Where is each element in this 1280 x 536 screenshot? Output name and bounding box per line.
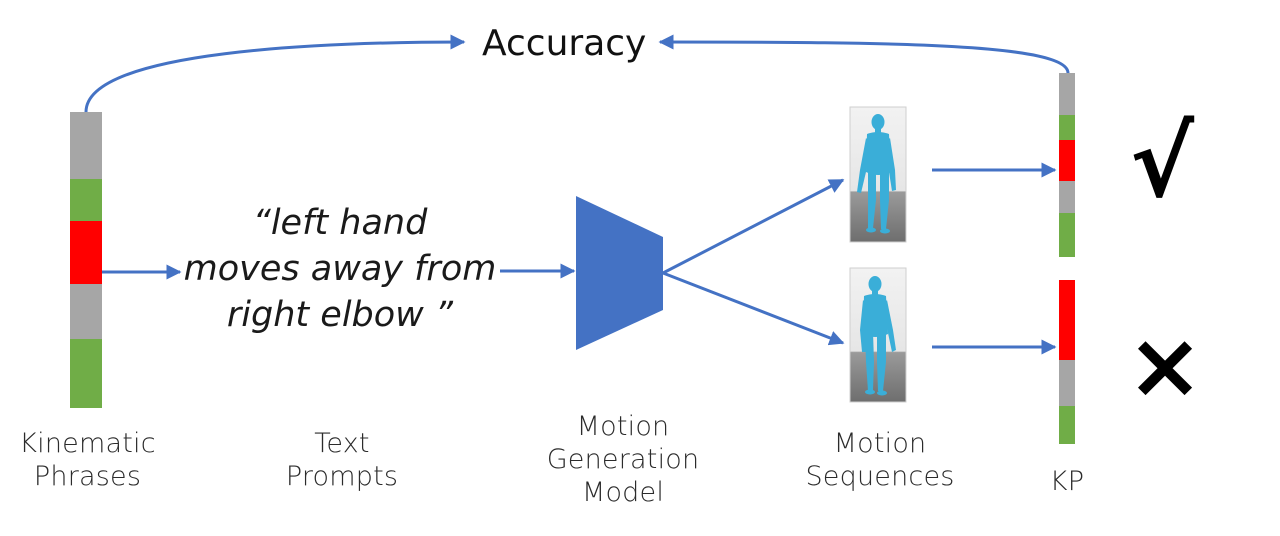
cross-mark-icon: × bbox=[1126, 312, 1204, 419]
human-figure-icon bbox=[860, 276, 896, 396]
arrow-model-to-sequence-top bbox=[662, 178, 845, 275]
text-prompt: “left hand moves away from right elbow ” bbox=[170, 200, 510, 338]
arrow-kp-to-accuracy bbox=[658, 34, 1070, 74]
kinematic-phrases-bar bbox=[70, 112, 102, 408]
motion-sequence-bottom bbox=[849, 267, 907, 403]
kp-segment-red bbox=[70, 221, 102, 284]
kp-bar-bottom bbox=[1059, 280, 1075, 444]
motion-sequences-label: Motion Sequences bbox=[805, 428, 955, 492]
text-prompts-label: Text Prompts bbox=[285, 428, 399, 492]
motion-sequence-top bbox=[849, 106, 907, 243]
text-prompt-line-2: moves away from bbox=[183, 249, 497, 289]
motion-generation-model-label: Motion Generation Model bbox=[546, 411, 700, 508]
kp-segment-green-1 bbox=[70, 179, 102, 221]
kp-segment-gray-2 bbox=[70, 284, 102, 339]
arrow-model-to-sequence-bottom bbox=[662, 271, 845, 346]
kp-segment-green-2 bbox=[70, 339, 102, 408]
text-prompt-line-1: “left hand bbox=[252, 203, 428, 243]
kp-bar-top bbox=[1059, 73, 1075, 257]
kp-label: KP bbox=[1049, 466, 1085, 497]
kinematic-phrases-label: Kinematic Phrases bbox=[19, 428, 156, 492]
kp-segment-gray-1 bbox=[70, 112, 102, 179]
motion-generation-model-shape bbox=[576, 196, 663, 350]
text-prompt-line-3: right elbow ” bbox=[226, 295, 454, 335]
accuracy-title: Accuracy bbox=[482, 23, 647, 64]
human-figure-icon bbox=[857, 114, 896, 234]
check-mark-icon: √ bbox=[1129, 107, 1195, 219]
arrow-kinematic-to-accuracy bbox=[84, 34, 466, 113]
